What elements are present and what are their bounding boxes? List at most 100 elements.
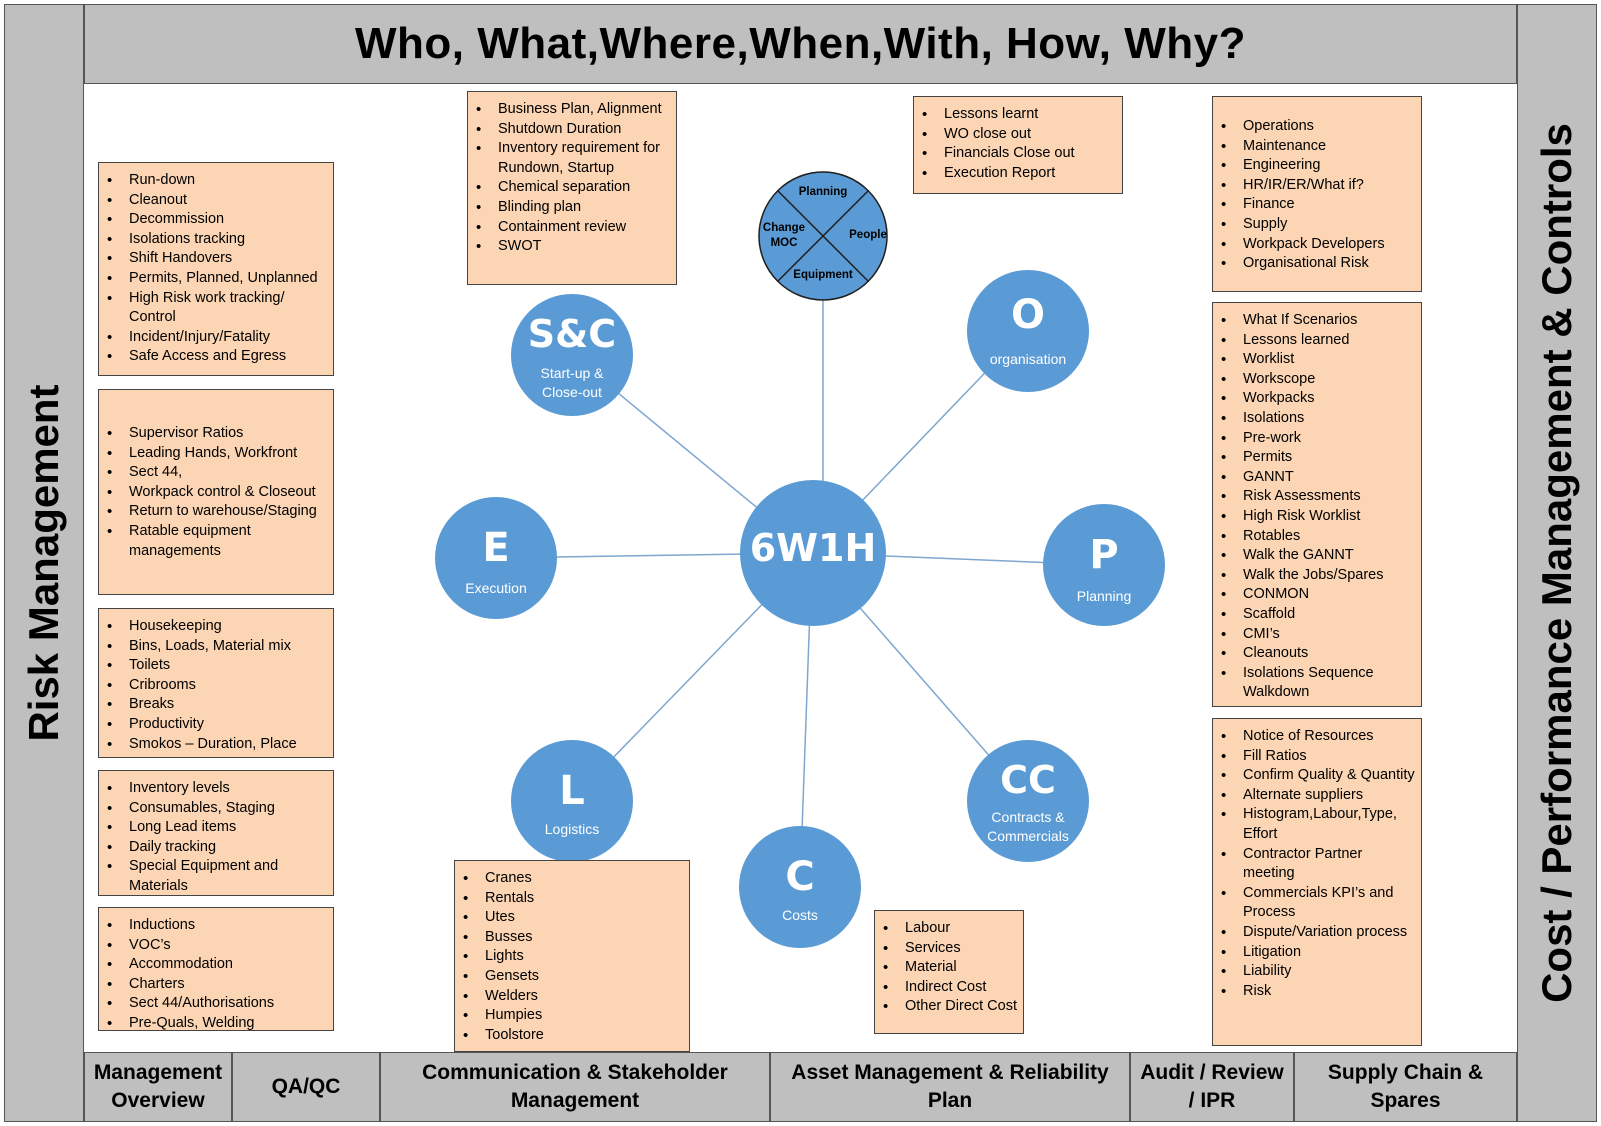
box-what-if: What If ScenariosLessons learnedWorklist…: [1212, 302, 1422, 707]
node-cc-sub: Contracts & Commercials: [987, 809, 1069, 844]
box-operations: OperationsMaintenanceEngineeringHR/IR/ER…: [1212, 96, 1422, 292]
list-item: Special Equipment and Materials: [107, 857, 327, 896]
list-item: Workpacks: [1221, 389, 1415, 409]
list-item: Breaks: [107, 695, 327, 715]
list-item: Toolstore: [463, 1026, 683, 1046]
risk-management-panel: Risk Management: [4, 4, 84, 1122]
node-l-letter: L: [559, 768, 585, 814]
footer-qa-qc: QA/QC: [232, 1052, 380, 1122]
list-item: Housekeeping: [107, 617, 327, 637]
list-item: Chemical separation: [476, 178, 670, 198]
list-item: Engineering: [1221, 156, 1415, 176]
box-operations-list: OperationsMaintenanceEngineeringHR/IR/ER…: [1213, 97, 1421, 280]
list-item: Supply: [1221, 215, 1415, 235]
list-item: CMI’s: [1221, 625, 1415, 645]
list-item: Isolations: [1221, 409, 1415, 429]
footer-asset-management: Asset Management & Reliability Plan: [770, 1052, 1130, 1122]
list-item: Walk the GANNT: [1221, 546, 1415, 566]
list-item: Histogram,Labour,Type, Effort: [1221, 805, 1415, 844]
list-item: Rotables: [1221, 527, 1415, 547]
box-rundown: Run-downCleanoutDecommissionIsolations t…: [98, 162, 334, 376]
list-item: Return to warehouse/Staging: [107, 502, 327, 522]
list-item: HR/IR/ER/What if?: [1221, 176, 1415, 196]
list-item: Workpack control & Closeout: [107, 483, 327, 503]
list-item: Charters: [107, 975, 327, 995]
list-item: Workpack Developers: [1221, 235, 1415, 255]
footer-communication: Communication & Stakeholder Management: [380, 1052, 770, 1122]
box-lessons-learnt: Lessons learntWO close outFinancials Clo…: [913, 96, 1123, 194]
box-inductions-list: InductionsVOC’sAccommodationChartersSect…: [99, 908, 333, 1040]
list-item: Containment review: [476, 218, 670, 238]
list-item: Business Plan, Alignment: [476, 100, 670, 120]
list-item: Fill Ratios: [1221, 747, 1415, 767]
list-item: CONMON: [1221, 585, 1415, 605]
quad-change-moc: Change MOC: [762, 222, 806, 249]
node-l-sub: Logistics: [544, 821, 600, 837]
list-item: Daily tracking: [107, 838, 327, 858]
box-business-plan: Business Plan, AlignmentShutdown Duratio…: [467, 91, 677, 285]
list-item: Services: [883, 939, 1017, 959]
list-item: Scaffold: [1221, 605, 1415, 625]
box-housekeeping-list: HousekeepingBins, Loads, Material mixToi…: [99, 609, 333, 760]
list-item: Material: [883, 958, 1017, 978]
list-item: Run-down: [107, 171, 327, 191]
list-item: Labour: [883, 919, 1017, 939]
list-item: Other Direct Cost: [883, 997, 1017, 1017]
node-e-letter: E: [482, 525, 510, 571]
list-item: Accommodation: [107, 955, 327, 975]
list-item: Welders: [463, 987, 683, 1007]
node-costs: C Costs: [739, 826, 861, 948]
box-housekeeping: HousekeepingBins, Loads, Material mixToi…: [98, 608, 334, 758]
box-lessons-learnt-list: Lessons learntWO close outFinancials Clo…: [914, 97, 1122, 189]
list-item: Lessons learnt: [922, 105, 1116, 125]
list-item: Sect 44/Authorisations: [107, 994, 327, 1014]
list-item: Bins, Loads, Material mix: [107, 637, 327, 657]
box-notice-resources: Notice of ResourcesFill RatiosConfirm Qu…: [1212, 718, 1422, 1046]
node-c-sub: Costs: [782, 907, 818, 923]
quad-people: People: [849, 229, 887, 241]
list-item: Cleanouts: [1221, 644, 1415, 664]
header-title: Who, What,Where,When,With, How, Why?: [355, 19, 1246, 68]
list-item: Contractor Partner meeting: [1221, 845, 1415, 884]
list-item: Leading Hands, Workfront: [107, 444, 327, 464]
node-organisation: O organisation: [967, 270, 1089, 392]
list-item: Financials Close out: [922, 144, 1116, 164]
list-item: Commercials KPI’s and Process: [1221, 884, 1415, 923]
header-bar: Who, What,Where,When,With, How, Why?: [84, 4, 1517, 84]
list-item: Sect 44,: [107, 463, 327, 483]
node-c-letter: C: [785, 854, 815, 900]
list-item: Cribrooms: [107, 676, 327, 696]
node-p-letter: P: [1089, 532, 1119, 578]
list-item: Indirect Cost: [883, 978, 1017, 998]
list-item: GANNT: [1221, 468, 1415, 488]
list-item: Incident/Injury/Fatality: [107, 328, 327, 348]
list-item: SWOT: [476, 237, 670, 257]
list-item: Lights: [463, 947, 683, 967]
list-item: Inventory levels: [107, 779, 327, 799]
list-item: High Risk work tracking/ Control: [107, 289, 327, 328]
list-item: Blinding plan: [476, 198, 670, 218]
list-item: Isolations tracking: [107, 230, 327, 250]
list-item: Busses: [463, 928, 683, 948]
list-item: What If Scenarios: [1221, 311, 1415, 331]
node-sc-letter: S&C: [527, 312, 617, 356]
list-item: Inventory requirement for Rundown, Start…: [476, 139, 670, 178]
list-item: Consumables, Staging: [107, 799, 327, 819]
list-item: Cleanout: [107, 191, 327, 211]
box-labour-costs-list: LabourServicesMaterialIndirect CostOther…: [875, 911, 1023, 1023]
center-label: 6W1H: [749, 526, 877, 570]
list-item: Worklist: [1221, 350, 1415, 370]
list-item: VOC’s: [107, 936, 327, 956]
list-item: Liability: [1221, 962, 1415, 982]
node-cc-letter: CC: [1000, 758, 1056, 802]
list-item: Smokos – Duration, Place: [107, 735, 327, 755]
box-supervision: Supervisor RatiosLeading Hands, Workfron…: [98, 389, 334, 595]
list-item: Productivity: [107, 715, 327, 735]
list-item: Isolations Sequence Walkdown: [1221, 664, 1415, 703]
list-item: Decommission: [107, 210, 327, 230]
list-item: Toilets: [107, 656, 327, 676]
list-item: Long Lead items: [107, 818, 327, 838]
list-item: Pre-Quals, Welding: [107, 1014, 327, 1034]
box-labour-costs: LabourServicesMaterialIndirect CostOther…: [874, 910, 1024, 1034]
list-item: Ratable equipment managements: [107, 522, 327, 561]
